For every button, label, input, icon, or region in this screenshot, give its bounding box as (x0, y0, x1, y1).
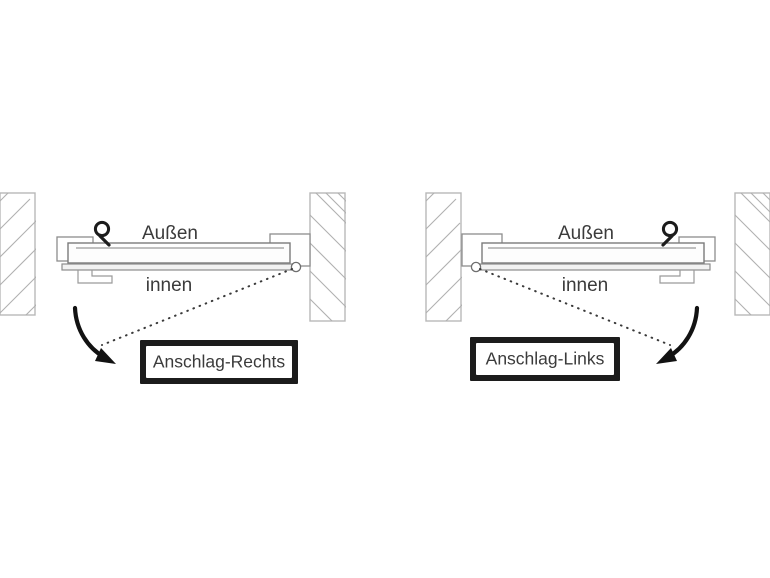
diagram-anschlag-rechts: Außen innen Anschlag-Rechts (0, 192, 346, 384)
wall-right-outer (734, 192, 770, 316)
diagram-anschlag-links: Außen innen Anschlag-Links (425, 192, 770, 381)
wall-right-outer (309, 192, 346, 322)
label-text: Anschlag-Links (486, 349, 605, 369)
swing-arrow-icon (72, 305, 116, 364)
label-box-anschlag-rechts[interactable]: Anschlag-Rechts (140, 340, 298, 384)
door-sill (61, 263, 299, 271)
hinge-pivot-icon (290, 261, 302, 273)
wall-left-outer (425, 192, 462, 322)
door-panel (481, 242, 705, 264)
inside-label: innen (562, 275, 609, 296)
label-box-anschlag-links[interactable]: Anschlag-Links (470, 337, 620, 381)
dotted-leader-line (101, 268, 293, 346)
wall-left-outer (0, 192, 36, 316)
wall-hatching (0, 193, 36, 315)
door-assembly (461, 233, 716, 284)
wall-hatching (310, 193, 346, 321)
outside-label: Außen (558, 223, 614, 244)
door-stopper-bracket (77, 270, 113, 284)
swing-arrow-icon (656, 305, 700, 364)
dotted-leader-line (479, 268, 671, 346)
door-sill (473, 263, 711, 271)
label-text: Anschlag-Rechts (153, 352, 286, 372)
hinge-pivot-icon (470, 261, 482, 273)
door-handle-icon (661, 220, 679, 247)
inside-label: innen (146, 275, 193, 296)
wall-hatching (735, 193, 770, 315)
door-assembly (56, 233, 311, 284)
door-handle-icon (93, 220, 111, 247)
wall-hatching (426, 193, 462, 321)
door-stopper-bracket (659, 270, 695, 284)
outside-label: Außen (142, 223, 198, 244)
door-panel (67, 242, 291, 264)
